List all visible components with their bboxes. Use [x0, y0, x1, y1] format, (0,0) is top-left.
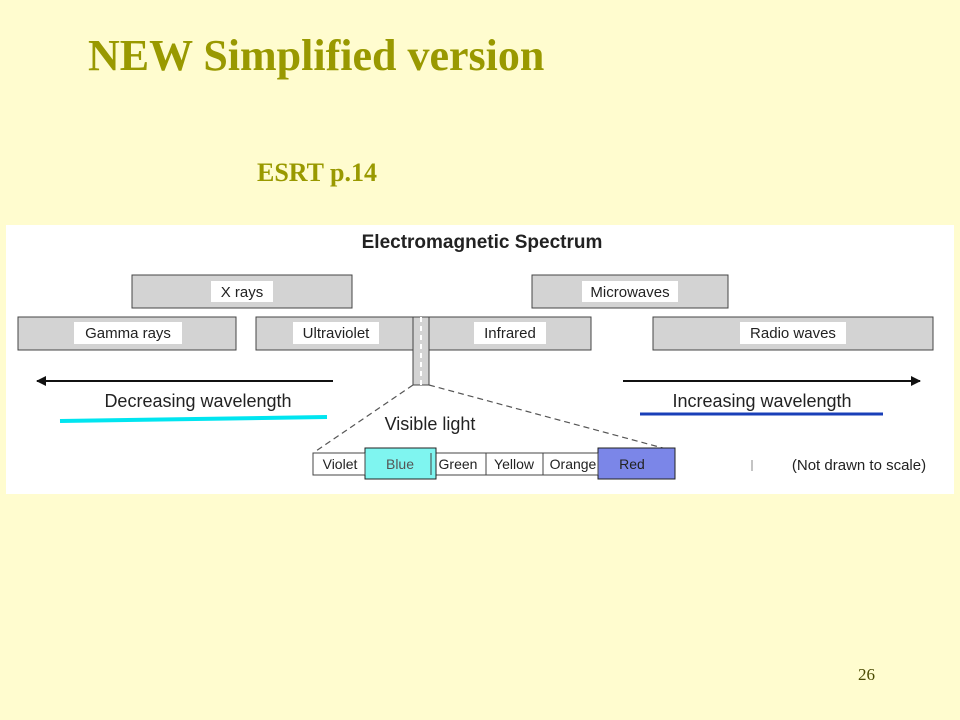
band-label-ultraviolet: Ultraviolet: [303, 325, 371, 342]
visible-light-band: [412, 316, 430, 386]
diagram-title: Electromagnetic Spectrum: [362, 232, 603, 253]
band-label-gamma-rays: Gamma rays: [85, 325, 171, 342]
color-label-yellow: Yellow: [494, 456, 535, 472]
increasing-wavelength-label: Increasing wavelength: [672, 391, 851, 411]
spectrum-figure: Electromagnetic Spectrum X rays Microwav…: [6, 225, 954, 494]
slide-subtitle: ESRT p.14: [257, 158, 377, 187]
decreasing-wavelength-label: Decreasing wavelength: [104, 391, 291, 411]
band-infrared: Infrared: [428, 316, 592, 351]
band-radio-waves: Radio waves: [652, 316, 934, 351]
band-label-radio-waves: Radio waves: [750, 325, 836, 342]
slide-title: NEW Simplified version: [88, 31, 545, 80]
color-label-orange: Orange: [550, 456, 597, 472]
page-number: 26: [858, 665, 875, 684]
red-highlight: [597, 447, 676, 480]
color-label-green: Green: [439, 456, 478, 472]
band-x-rays: X rays: [131, 274, 353, 309]
color-label-blue: Blue: [386, 456, 414, 472]
spectrum-diagram: Electromagnetic Spectrum X rays Microwav…: [17, 232, 934, 480]
band-label-infrared: Infrared: [484, 325, 536, 342]
not-to-scale-note: (Not drawn to scale): [792, 457, 926, 474]
band-label-x-rays: X rays: [221, 284, 264, 301]
color-label-red: Red: [619, 456, 645, 472]
visible-color-strip: Violet Blue Green Yellow Orange Red: [312, 447, 676, 480]
color-label-violet: Violet: [323, 456, 358, 472]
decreasing-wavelength-underline: [59, 415, 328, 423]
band-label-microwaves: Microwaves: [590, 284, 669, 301]
visible-expansion-line-right: [428, 384, 675, 452]
visible-light-label: Visible light: [385, 414, 476, 434]
band-ultraviolet: Ultraviolet: [255, 316, 414, 351]
band-microwaves: Microwaves: [531, 274, 729, 309]
band-gamma-rays: Gamma rays: [17, 316, 237, 351]
